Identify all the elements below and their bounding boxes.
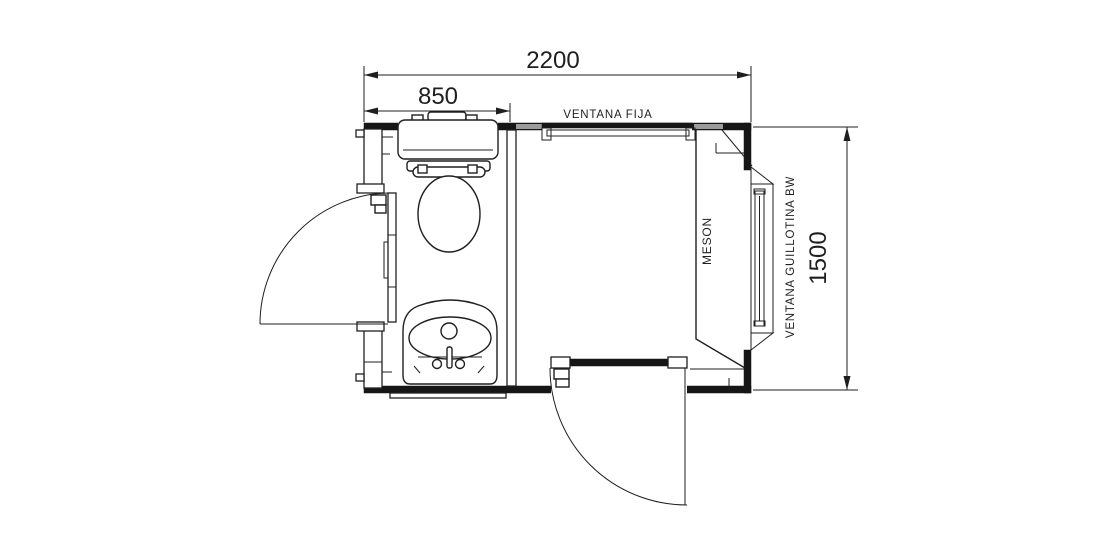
left-door-jamb-bottom	[356, 321, 385, 332]
seat-hinge-bolt	[467, 164, 478, 174]
arrowhead-left	[364, 71, 378, 79]
window-chamfer-bottom	[750, 332, 775, 352]
counter-tick	[413, 365, 421, 374]
arrowhead-top	[843, 127, 851, 141]
arrowhead-right	[496, 107, 510, 115]
toilet-bowl	[417, 175, 481, 253]
window-frame	[750, 183, 774, 334]
right-wall-upper	[743, 122, 752, 171]
sink	[402, 299, 498, 385]
bottom-wall-door-gap	[551, 385, 687, 394]
left-wall-lower	[363, 329, 383, 389]
toilet	[397, 111, 499, 253]
top-wall-gray-segment	[516, 124, 542, 129]
left-wall-corner-tab	[355, 129, 365, 138]
faucet-knob-left	[431, 358, 443, 370]
window-head-band	[541, 122, 693, 129]
door-lock	[374, 204, 387, 214]
door-end-block	[667, 356, 688, 369]
counter-front-edge	[695, 130, 746, 369]
door-swing-arc	[549, 367, 688, 506]
door-handle	[553, 368, 570, 380]
sash-cap-bottom	[753, 320, 766, 327]
door-handle	[370, 194, 387, 206]
dimension-overall-width: 2200	[363, 47, 752, 122]
sash-window: VENTANA GUILLOTINA BW	[750, 165, 797, 352]
partition-wall	[506, 129, 517, 387]
window-chamfer-top	[750, 165, 775, 185]
door-recessed-pull	[383, 241, 389, 279]
toilet-tank	[397, 119, 499, 160]
dim-overall-width-value: 2200	[526, 47, 579, 74]
dimension-overall-depth: 1500	[753, 126, 858, 391]
faucet-knob-right	[454, 358, 466, 370]
counter-label: MESON	[700, 217, 714, 265]
top-wall-gray-segment	[694, 124, 723, 129]
counter-projection-line	[721, 129, 753, 167]
door-swing-arc	[259, 192, 392, 325]
dimension-bathroom-width: 850	[364, 83, 511, 122]
bottom-threshold	[389, 392, 507, 399]
window-glass	[546, 129, 690, 137]
window-end-post	[685, 127, 696, 141]
arrowhead-bottom	[843, 376, 851, 390]
door-leaf-closed	[569, 358, 669, 367]
left-wall-corner-tab	[355, 373, 365, 382]
sash-window-label: VENTANA GUILLOTINA BW	[785, 176, 797, 338]
fixed-window-label: VENTANA FIJA	[563, 109, 652, 121]
left-door-jamb-top	[356, 183, 385, 194]
counter-tick	[477, 365, 485, 374]
door-end-block	[550, 356, 571, 369]
sink-drain	[440, 322, 458, 340]
left-wall-upper	[363, 128, 383, 187]
door-left	[259, 192, 397, 325]
right-wall-lower	[743, 349, 752, 394]
door-lock	[555, 378, 570, 388]
fixed-window: VENTANA FIJA	[541, 109, 696, 142]
window-clearing	[542, 128, 692, 142]
door-leaf-closed	[387, 192, 397, 323]
faucet-spout	[446, 346, 453, 369]
counter-meson: MESON	[695, 129, 753, 369]
dim-bathroom-width-value: 850	[418, 83, 458, 110]
arrowhead-right	[737, 71, 751, 79]
seat-hinge-bolt	[417, 164, 428, 174]
window-end-post	[541, 127, 552, 141]
dim-overall-depth-value: 1500	[805, 231, 832, 284]
door-bottom	[549, 356, 688, 506]
sash-cap-top	[753, 188, 766, 195]
arrowhead-left	[364, 107, 378, 115]
